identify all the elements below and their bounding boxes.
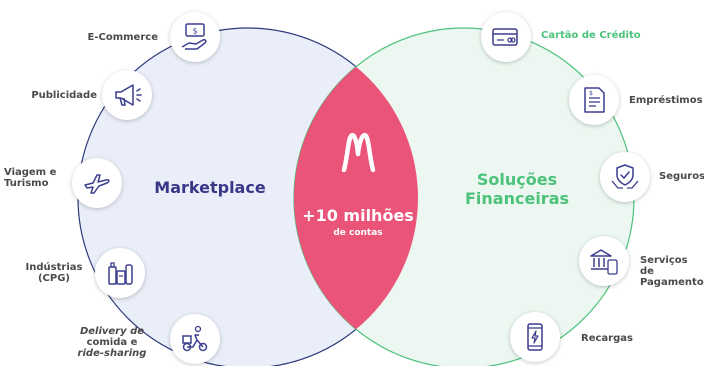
- financial-title: Soluções Financeiras: [452, 170, 582, 208]
- financial-title-line1: Soluções: [476, 170, 558, 189]
- label-publicidade: Publicidade: [31, 90, 97, 101]
- label-recargas: Recargas: [581, 333, 633, 344]
- label-industrias: Indústrias (CPG): [25, 262, 83, 284]
- accounts-count: +10 milhões: [302, 206, 414, 225]
- label-cartao: Cartão de Crédito: [541, 30, 641, 41]
- mobile-recharge-icon: [510, 312, 560, 362]
- credit-card-icon: [481, 12, 531, 62]
- accounts-caption: de contas: [333, 228, 383, 238]
- bank-payment-icon: [579, 236, 629, 286]
- m-logo-icon: [341, 132, 376, 173]
- document-icon: $: [569, 75, 619, 125]
- label-ecommerce: E-Commerce: [87, 32, 158, 43]
- label-seguros: Seguros: [659, 171, 704, 182]
- airplane-icon: [72, 158, 122, 208]
- label-delivery: Delivery de comida e ride-sharing: [77, 326, 147, 359]
- label-viagem: Viagem e Turismo: [4, 167, 57, 189]
- products-icon: [95, 248, 145, 298]
- payment-hand-icon: $: [170, 12, 220, 62]
- svg-text:$: $: [192, 27, 197, 36]
- label-emprestimos: Empréstimos: [629, 95, 703, 106]
- label-servicos: Serviços de Pagamento: [640, 255, 704, 288]
- intersection-lens: [294, 28, 418, 366]
- shield-hands-icon: [600, 152, 650, 202]
- financial-title-line2: Financeiras: [464, 189, 570, 208]
- svg-text:$: $: [589, 90, 593, 97]
- delivery-scooter-icon: [170, 314, 220, 364]
- marketplace-title: Marketplace: [154, 178, 266, 197]
- megaphone-icon: [102, 70, 152, 120]
